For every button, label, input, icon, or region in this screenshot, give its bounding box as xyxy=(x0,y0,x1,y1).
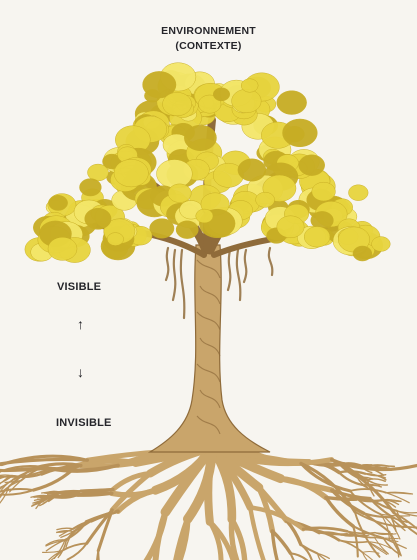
vine xyxy=(173,250,175,300)
leaf-cluster xyxy=(168,184,191,203)
title-line-2: (CONTEXTE) xyxy=(0,40,417,52)
root xyxy=(82,490,113,492)
root xyxy=(76,493,111,495)
leaf-cluster xyxy=(349,185,369,201)
root xyxy=(95,551,98,560)
root xyxy=(67,543,86,559)
visible-label: VISIBLE xyxy=(57,281,101,293)
leaf-cluster xyxy=(304,227,330,248)
leaf-cluster xyxy=(213,88,230,101)
leaf-cluster xyxy=(196,209,213,223)
vine xyxy=(166,248,168,280)
canopy xyxy=(25,63,390,263)
leaf-cluster xyxy=(163,92,192,115)
leaf-cluster xyxy=(85,208,111,229)
root xyxy=(350,489,386,493)
leaf-cluster xyxy=(157,160,193,189)
vine xyxy=(269,248,272,275)
leaf-cluster xyxy=(277,216,304,238)
root xyxy=(250,508,263,560)
leaf-cluster xyxy=(184,125,216,151)
root xyxy=(210,522,221,560)
leaf-cluster xyxy=(256,192,275,207)
leaf-cluster xyxy=(114,159,148,187)
leaf-cluster xyxy=(107,233,123,246)
root xyxy=(87,510,112,543)
leaf-cluster xyxy=(277,91,307,115)
root xyxy=(326,498,357,500)
leaf-cluster xyxy=(49,195,68,210)
leaf-cluster xyxy=(241,79,258,93)
leaf-cluster xyxy=(238,159,266,181)
leaf-cluster xyxy=(285,126,305,142)
leaf-cluster xyxy=(48,237,77,260)
title-line-1: ENVIRONNEMENT xyxy=(0,25,417,37)
leaf-cluster xyxy=(299,155,325,176)
leaf-cluster xyxy=(80,179,102,196)
leaf-cluster xyxy=(232,89,262,113)
leaf-cluster xyxy=(372,237,391,252)
leaf-cluster xyxy=(312,182,336,201)
down-arrow-icon: ↓ xyxy=(77,364,84,380)
root xyxy=(353,526,358,556)
root xyxy=(394,513,417,544)
vine xyxy=(237,250,240,300)
roots xyxy=(0,448,417,560)
vine xyxy=(181,250,184,318)
invisible-label: INVISIBLE xyxy=(56,417,112,429)
vine xyxy=(244,250,246,282)
vine xyxy=(228,250,230,290)
leaf-cluster xyxy=(176,221,198,239)
up-arrow-icon: ↑ xyxy=(77,316,84,332)
leaf-cluster xyxy=(353,246,372,261)
